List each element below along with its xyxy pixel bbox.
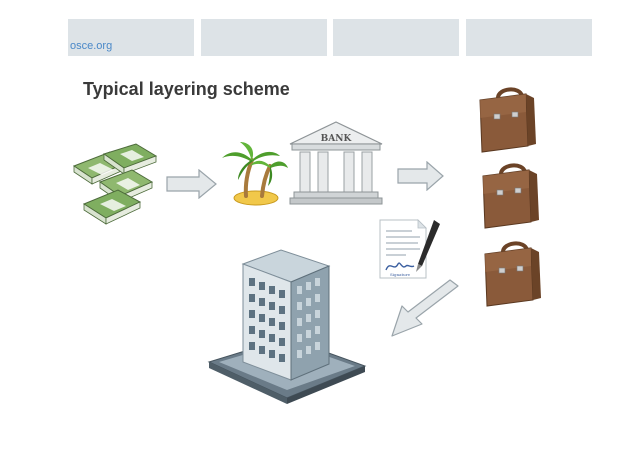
arrow-down-left: [391, 279, 459, 337]
bank-sign: BANK: [321, 134, 353, 144]
office-building-icon: [207, 249, 367, 404]
document-signature: Signature: [390, 272, 411, 277]
header-bar-4: [466, 19, 592, 56]
site-label: osce.org: [70, 40, 113, 52]
palm-island-icon: [222, 142, 288, 206]
header-bar-1: osce.org: [68, 19, 194, 56]
money-stack-icon: [72, 143, 158, 225]
arrow-right-1: [166, 169, 217, 199]
header-bar-2: [201, 19, 327, 56]
slide-title: Typical layering scheme: [83, 79, 290, 99]
arrow-right-2: [397, 161, 444, 191]
bank-icon: BANK: [289, 121, 383, 205]
header-bar-3: [333, 19, 459, 56]
briefcase-icon: [479, 87, 536, 153]
briefcase-icon: [484, 241, 541, 307]
briefcase-icon: [482, 163, 539, 229]
document-pen-icon: Signature: [379, 219, 440, 279]
